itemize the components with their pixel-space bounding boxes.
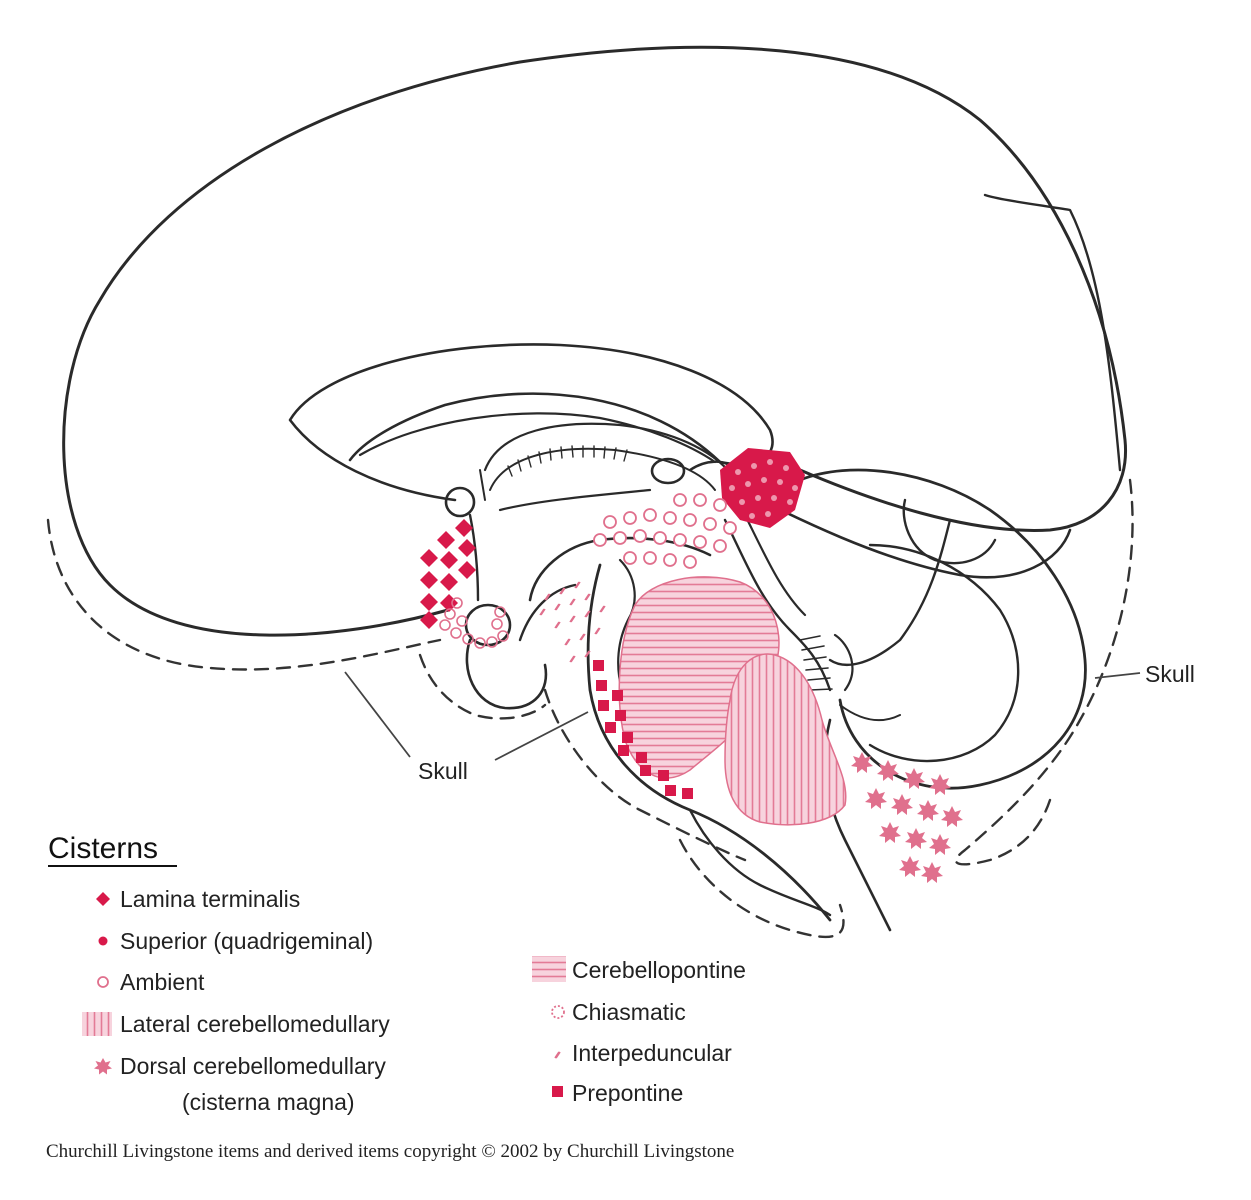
legend-item-ambient: Ambient [97,969,205,995]
legend-item-lateral-cerebellomedullary: Lateral cerebellomedullary [82,1011,390,1037]
square-icon [552,1086,563,1097]
lateral-cerebellomedullary-cistern [724,653,847,826]
ambient-cistern [593,493,737,569]
legend-label: Dorsal cerebellomedullary [120,1053,386,1079]
legend-label: Lateral cerebellomedullary [120,1011,390,1037]
chiasmatic-cistern [439,597,509,649]
interpeduncular-cistern [539,581,606,663]
legend-label: Lamina terminalis [120,886,300,912]
skull-label-left: Skull [418,758,468,784]
legend-item-interpeduncular: Interpeduncular [554,1040,732,1066]
vertical-stripes-icon [82,1012,112,1036]
dotted-ring-icon [551,1005,565,1019]
legend-item-superior: Superior (quadrigeminal) [98,928,373,954]
legend-label: Prepontine [572,1080,683,1106]
legend-title: Cisterns [48,832,158,865]
skull-leader-lines [344,671,1141,761]
legend-label: Cerebellopontine [572,957,746,983]
legend-item-chiasmatic: Chiasmatic [551,999,686,1025]
dot-icon [98,936,108,946]
squiggle-icon [554,1051,561,1059]
copyright-notice: Churchill Livingstone items and derived … [46,1141,734,1162]
horizontal-stripes-icon [532,956,566,982]
diamond-icon [96,892,110,906]
prepontine-cistern [593,660,693,799]
legend: Cisterns Lamina terminalis Superior (qua… [48,832,746,1115]
legend-item-prepontine: Prepontine [552,1080,683,1106]
legend-label-secondary: (cisterna magna) [182,1089,355,1115]
corpus-callosum-outline [288,343,774,502]
lamina-terminalis-cistern [420,519,476,629]
legend-label: Superior (quadrigeminal) [120,928,373,954]
legend-item-lamina-terminalis: Lamina terminalis [96,886,300,912]
legend-label: Ambient [120,969,205,995]
legend-label: Interpeduncular [572,1040,732,1066]
legend-item-cerebellopontine: Cerebellopontine [532,956,746,983]
cerebrum-outline [62,45,1128,637]
star-icon [94,1058,112,1075]
skull-outline [46,478,1134,939]
brain-outline [62,45,1128,932]
dorsal-cerebellomedullary-cistern [851,752,963,883]
circle-outline-icon [97,976,109,988]
skull-label-right: Skull [1145,661,1195,687]
legend-item-dorsal-cerebellomedullary: Dorsal cerebellomedullary (cisterna magn… [94,1053,386,1115]
legend-label: Chiasmatic [572,999,686,1025]
superior-quadrigeminal-cistern [720,448,805,528]
brainstem-outline [586,563,832,922]
